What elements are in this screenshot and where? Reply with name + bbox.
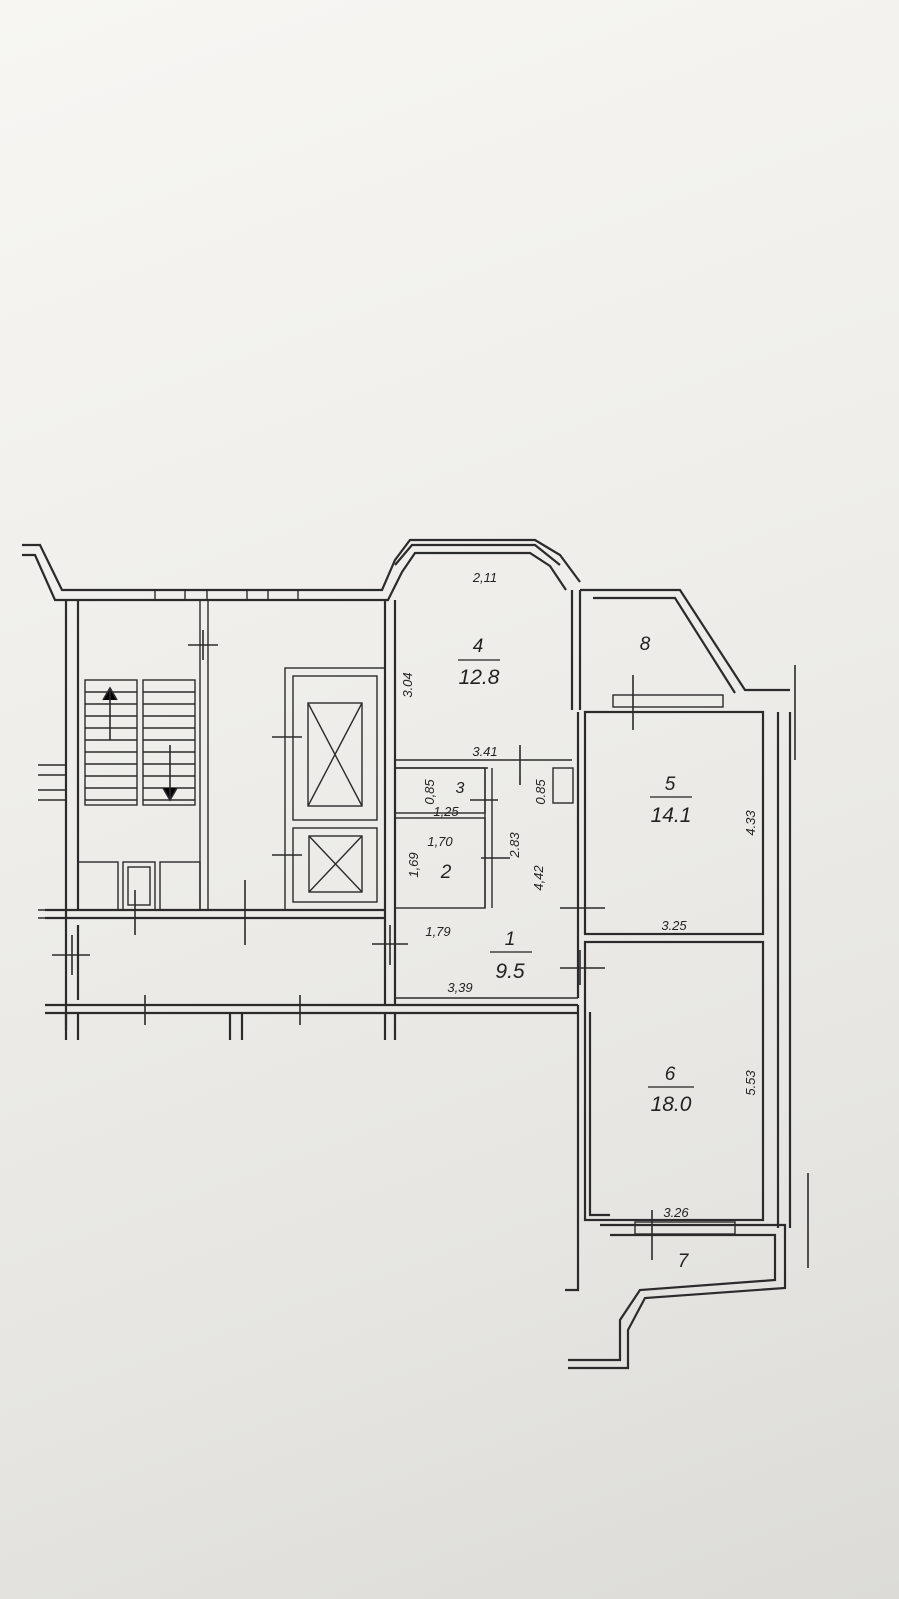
dim-3-25: 3.25	[661, 918, 687, 933]
dim-1-25: 1,25	[433, 804, 459, 819]
dim-4-42: 4,42	[531, 865, 546, 891]
dim-0-85-right: 0.85	[533, 779, 548, 805]
room-6-number: 6	[665, 1064, 676, 1085]
dim-5-53: 5.53	[743, 1070, 758, 1096]
room-6-area: 18.0	[651, 1093, 692, 1116]
dim-3-39: 3,39	[447, 980, 472, 995]
windows	[154, 589, 736, 1235]
dim-0-85-left: 0,85	[422, 779, 437, 805]
dim-1-79: 1,79	[425, 924, 450, 939]
dimension-labels: 2,11 3.04 3.41 0,85 0.85 1,25 1,69 1,70 …	[400, 570, 758, 1220]
room-4-area: 12.8	[459, 666, 500, 689]
dim-3-41: 3.41	[472, 744, 497, 759]
dim-1-70: 1,70	[427, 834, 453, 849]
room-2-number: 2	[440, 862, 452, 883]
room-labels: 4 12.8 5 14.1 6 18.0 1 9.5 2 3 7 8	[440, 634, 694, 1272]
dim-4-33: 4.33	[743, 810, 758, 836]
room-1-area: 9.5	[495, 960, 525, 983]
dim-3-26: 3.26	[663, 1205, 689, 1220]
room-3-number: 3	[456, 780, 465, 797]
dim-2-11: 2,11	[472, 570, 497, 585]
exterior-walls	[22, 538, 809, 1370]
dim-3-04: 3.04	[400, 672, 415, 697]
room-1-number: 1	[505, 929, 516, 950]
room-7-number: 7	[678, 1251, 690, 1272]
room-5-area: 14.1	[651, 804, 692, 827]
staircase	[84, 679, 196, 806]
dim-2-83: 2.83	[507, 832, 522, 859]
room-5-number: 5	[665, 774, 676, 795]
room-8-number: 8	[640, 634, 651, 655]
interior-walls	[38, 590, 765, 1222]
dim-1-69: 1,69	[406, 852, 421, 877]
room-4-number: 4	[473, 636, 484, 657]
door-marks	[52, 630, 653, 1260]
